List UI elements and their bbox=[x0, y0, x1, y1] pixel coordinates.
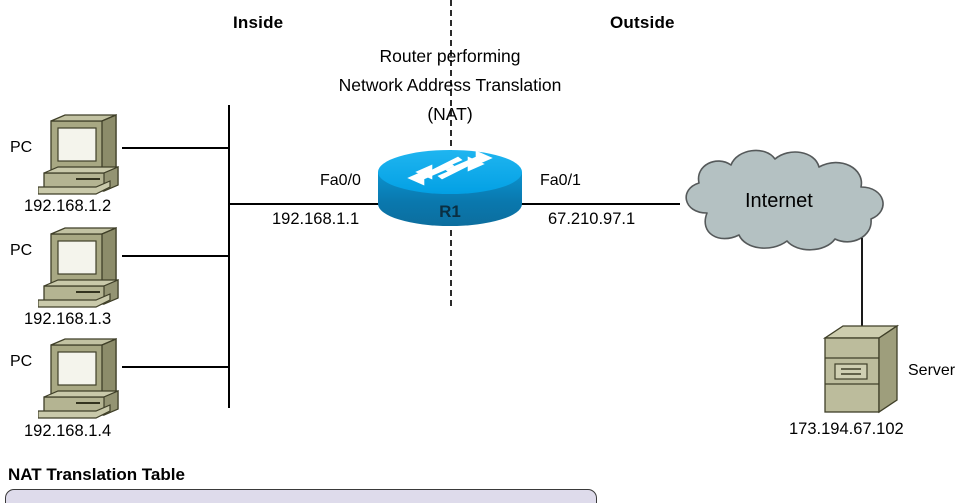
pc-1-label: PC bbox=[10, 139, 33, 156]
cloud-icon bbox=[685, 149, 884, 251]
router-outside-link-line bbox=[520, 203, 680, 205]
pc-3-link-line bbox=[122, 366, 229, 368]
desktop-pc-icon bbox=[38, 114, 119, 195]
router-inside-link-line bbox=[228, 203, 396, 205]
cisco-router-icon: R1 bbox=[378, 150, 522, 226]
server-link-line bbox=[861, 238, 863, 326]
nat-translation-table-title: NAT Translation Table bbox=[8, 465, 185, 484]
desktop-pc-icon bbox=[38, 227, 119, 308]
pc-2-link-line bbox=[122, 255, 229, 257]
inside-zone-label: Inside bbox=[233, 13, 284, 32]
outside-zone-label: Outside bbox=[610, 13, 675, 32]
server-tower-icon bbox=[822, 324, 900, 414]
nat-translation-table-panel[interactable] bbox=[5, 489, 597, 503]
pc-2-label: PC bbox=[10, 242, 33, 259]
fa0-0-interface-label: Fa0/0 bbox=[320, 172, 361, 189]
desktop-pc-icon bbox=[38, 338, 119, 419]
server-label: Server bbox=[908, 362, 956, 379]
fa0-1-ip-label: 67.210.97.1 bbox=[548, 210, 636, 228]
lan-bus-line bbox=[228, 105, 230, 408]
router-caption-line-1: Router performing bbox=[379, 46, 521, 66]
pc-3-ip-label: 192.168.1.4 bbox=[24, 422, 112, 440]
pc-1-link-line bbox=[122, 147, 229, 149]
fa0-1-interface-label: Fa0/1 bbox=[540, 172, 581, 189]
pc-2-ip-label: 192.168.1.3 bbox=[24, 310, 112, 328]
pc-3-label: PC bbox=[10, 353, 33, 370]
internet-cloud-label: Internet bbox=[745, 190, 813, 212]
pc-1-ip-label: 192.168.1.2 bbox=[24, 197, 112, 215]
router-name-label: R1 bbox=[439, 202, 461, 221]
fa0-0-ip-label: 192.168.1.1 bbox=[272, 210, 360, 228]
router-caption-line-3: (NAT) bbox=[427, 104, 473, 124]
router-caption-line-2: Network Address Translation bbox=[338, 75, 562, 95]
server-ip-label: 173.194.67.102 bbox=[789, 420, 904, 438]
